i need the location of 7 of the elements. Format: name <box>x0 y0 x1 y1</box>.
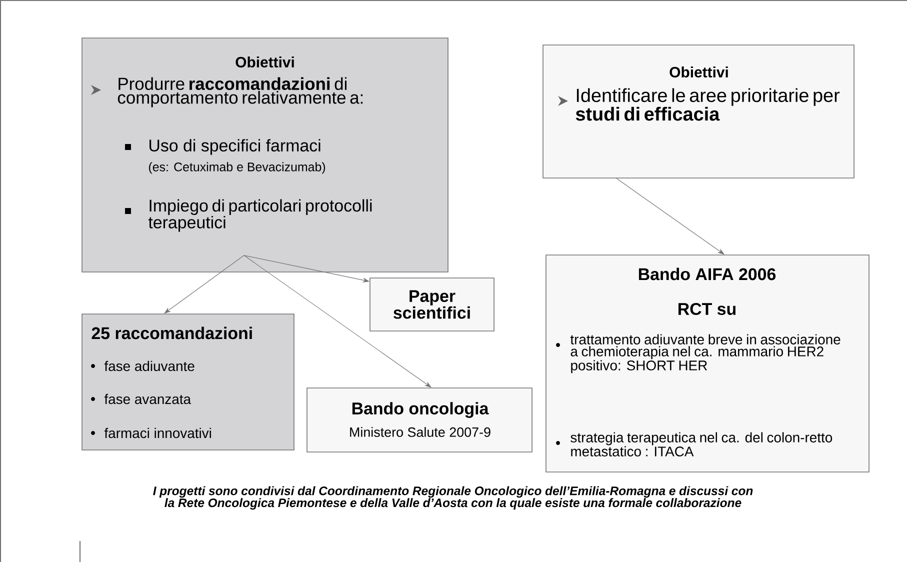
content-box: Bando oncologia Ministero Salute 2007-9 <box>306 388 532 452</box>
content-box: Obiettivi Produrre raccomandazioni di comportamento relativamente a: Uso di specifici farmaci (es: Cetuximab e Bevacizumab) Impiego di particolari protocolli terapeutici <box>82 38 448 272</box>
content-box: Paper scientifici <box>370 278 494 332</box>
content-box: Obiettivi Identificare le aree prioritarie per studi di efficacia <box>542 44 854 178</box>
content-box: 25 raccomandazioni fase adiuvante fase avanzata farmaci innovativi <box>82 314 294 450</box>
content-box: Bando AIFA 2006 RCT su trattamento adiuvante breve in associazione a chemioterapia nel ca. mammario HER2 positivo: SHORT HER strategia terapeutica nel ca. del colon-retto metastatico : ITACA <box>546 254 870 472</box>
caption: I progetti sono condivisi dal Coordinamento Regionale Oncologico dell’Emilia-Romagna e discussi con la Rete Oncologica Piemontese e della Valle d’Aosta con la quale esiste una formale collaborazione <box>153 486 753 510</box>
